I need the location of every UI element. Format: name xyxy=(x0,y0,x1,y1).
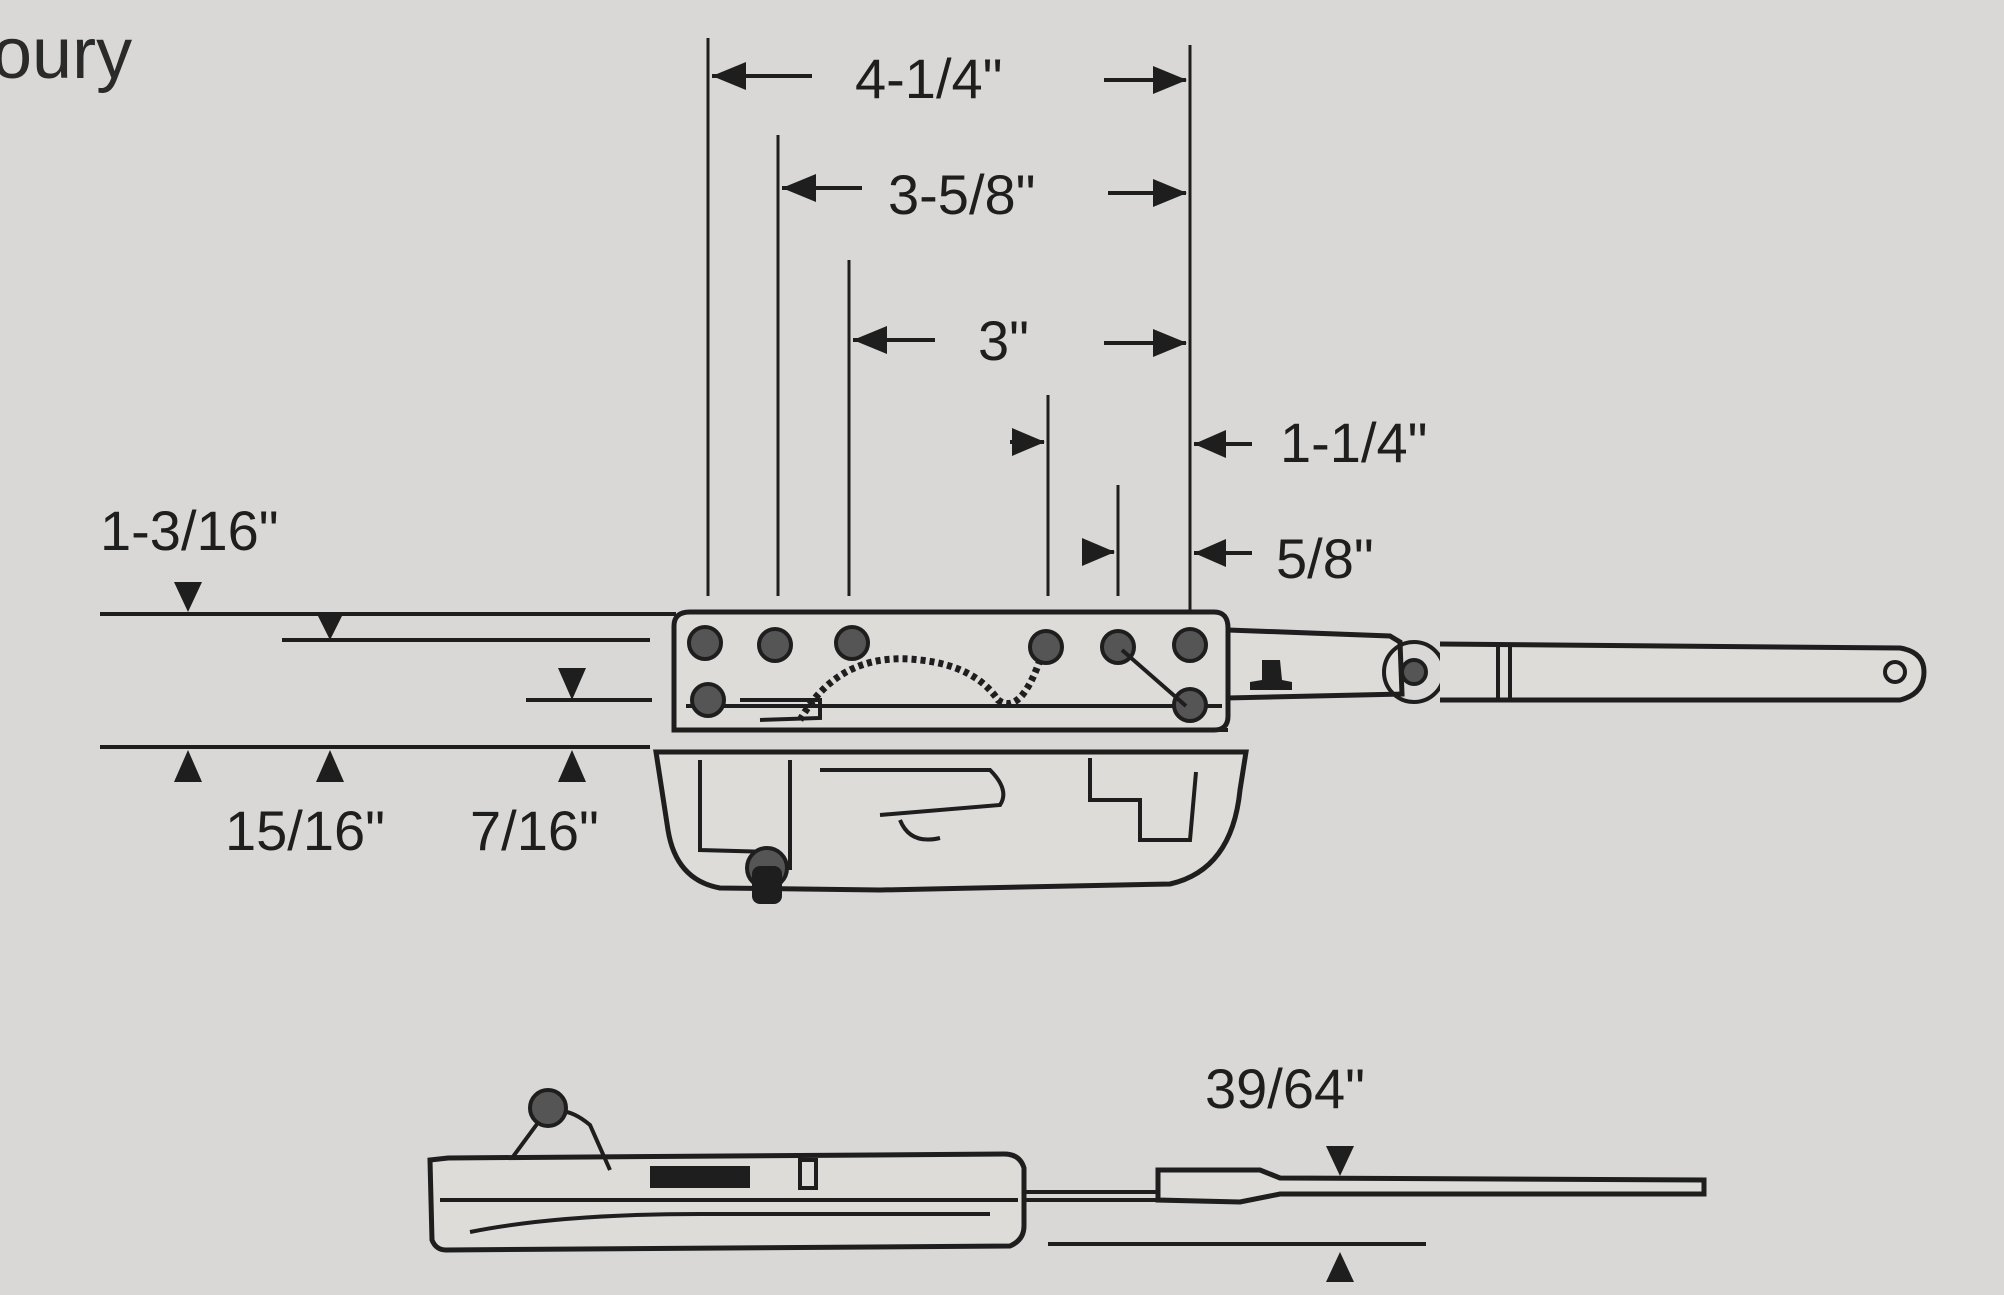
dim-offset-large: 1-1/4" xyxy=(1010,411,1428,474)
label-width-second: 3-5/8" xyxy=(888,163,1036,226)
label-width-third: 3" xyxy=(978,309,1029,372)
label-arm-thickness: 39/64" xyxy=(1205,1057,1365,1120)
rivet-icon xyxy=(687,625,723,661)
rivet-icon xyxy=(834,625,870,661)
brand-fragment: oury xyxy=(0,14,132,94)
gear-arc xyxy=(796,655,1044,722)
crank-stud-icon xyxy=(528,1088,568,1128)
dim-width-third: 3" xyxy=(853,309,1187,372)
rivet-icon xyxy=(1172,627,1208,663)
label-height-mid: 15/16" xyxy=(225,799,385,862)
rivet-icon xyxy=(1172,687,1208,723)
dim-width-overall: 4-1/4" xyxy=(712,47,1187,110)
operator-side-view: 39/64" xyxy=(427,1057,1707,1282)
rivet-icon xyxy=(690,682,726,718)
label-offset-small: 5/8" xyxy=(1276,527,1374,590)
extension-lines xyxy=(706,38,1192,620)
label-height-top: 1-3/16" xyxy=(100,499,279,562)
dim-width-second: 3-5/8" xyxy=(782,163,1187,226)
rivet-icon xyxy=(757,627,793,663)
rivet-icon xyxy=(1028,629,1064,665)
dim-heights: 1-3/16" 15/16" 7/16" xyxy=(100,499,676,862)
label-offset-large: 1-1/4" xyxy=(1280,411,1428,474)
operator-top-view xyxy=(653,609,1927,904)
label-width-overall: 4-1/4" xyxy=(855,47,1003,110)
label-height-small: 7/16" xyxy=(470,799,599,862)
dim-offset-small: 5/8" xyxy=(1082,527,1374,590)
